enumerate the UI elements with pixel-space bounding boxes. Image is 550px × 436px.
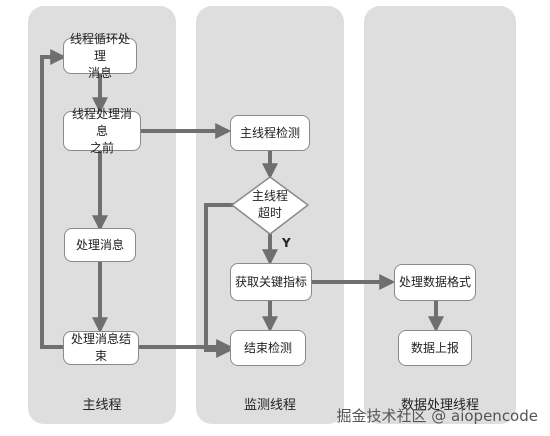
node-loop-process-message-label: 线程循环处理 消息 — [69, 31, 130, 80]
node-process-message: 处理消息 — [64, 228, 136, 262]
edge-label-yes: Y — [282, 236, 291, 250]
watermark-text: 掘金技术社区 @ aiopencode — [336, 407, 538, 425]
arrow-loop-back — [40, 49, 67, 349]
node-main-thread-detect: 主线程检测 — [230, 115, 310, 151]
node-before-process: 线程处理消息 之前 — [63, 107, 141, 155]
node-end-detect: 结束检测 — [230, 330, 306, 366]
node-get-key-metrics: 获取关键指标 — [230, 263, 312, 301]
node-loop-process-message: 线程循环处理 消息 — [63, 32, 137, 80]
node-report-data-label: 数据上报 — [410, 340, 459, 355]
node-main-thread-timeout-label: 主线程 超时 — [251, 189, 288, 220]
lane-label-main-thread: 主线程 — [82, 398, 122, 413]
node-process-message-end: 处理消息结束 — [63, 331, 139, 365]
timeout-decision-diamond — [230, 176, 310, 235]
node-get-key-metrics-label: 获取关键指标 — [235, 274, 308, 289]
node-process-message-end-label: 处理消息结束 — [70, 332, 131, 363]
node-format-data: 处理数据格式 — [394, 264, 476, 301]
node-format-data-label: 处理数据格式 — [399, 275, 472, 289]
node-main-thread-detect-label: 主线程检测 — [239, 125, 300, 140]
node-end-detect-label: 结束检测 — [243, 340, 292, 355]
arrow-timeout-no-branch — [204, 203, 238, 358]
node-process-message-label: 处理消息 — [75, 237, 124, 252]
lane-label-data-thread: 数据处理线程 — [400, 398, 479, 413]
lane-label-monitor-thread: 监测线程 — [243, 398, 296, 413]
node-before-process-label: 线程处理消息 之前 — [71, 106, 132, 155]
node-report-data: 数据上报 — [398, 330, 472, 366]
